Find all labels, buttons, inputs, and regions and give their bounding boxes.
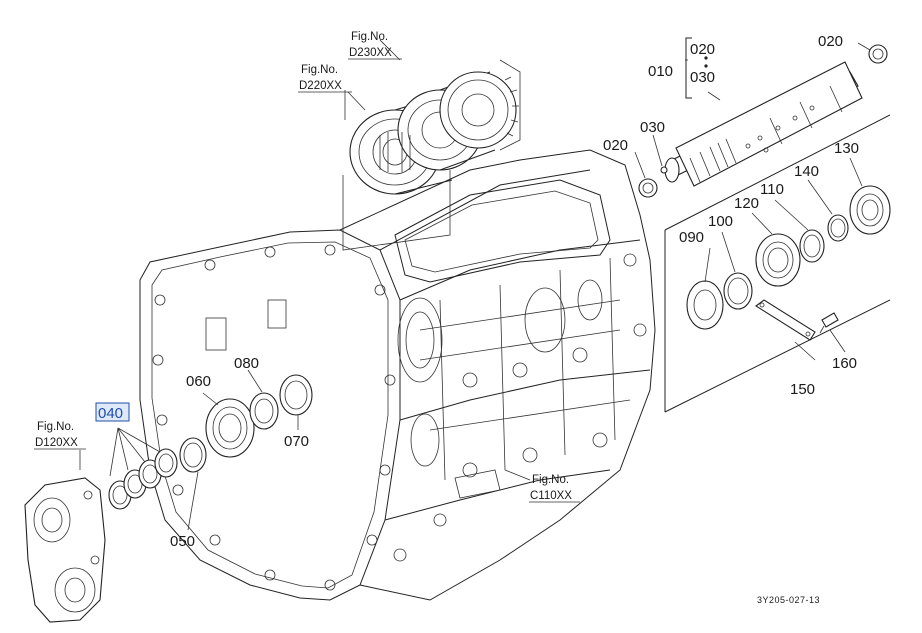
callout-080[interactable]: 080: [234, 355, 259, 372]
figref-d220[interactable]: Fig.No. D220XX: [298, 64, 352, 93]
figref-c110-title: Fig.No.: [532, 474, 569, 486]
transmission-case: [139, 149, 656, 601]
callout-050[interactable]: 050: [170, 533, 195, 550]
figref-d230[interactable]: Fig.No. D230XX: [348, 31, 402, 60]
figref-d220-title: Fig.No.: [301, 64, 338, 76]
figref-d120[interactable]: Fig.No. D120XX: [34, 421, 86, 450]
leader-lines: [79, 39, 871, 531]
main-shaft: [638, 37, 888, 198]
figref-c110-code: C110XX: [530, 490, 572, 502]
callout-110[interactable]: 110: [760, 181, 784, 198]
callout-100[interactable]: 100: [708, 213, 733, 230]
figref-d120-code: D120XX: [35, 437, 78, 449]
callout-040[interactable]: 040: [98, 405, 123, 422]
callout-120[interactable]: 120: [734, 195, 759, 212]
figref-c110[interactable]: Fig.No. C110XX: [529, 474, 580, 503]
callout-030-mid[interactable]: 030: [640, 119, 665, 136]
figref-d230-title: Fig.No.: [351, 31, 388, 43]
figref-d230-code: D230XX: [349, 47, 392, 59]
callout-020-right[interactable]: 020: [818, 33, 843, 50]
callout-020-top[interactable]: 020: [690, 41, 715, 58]
callout-160[interactable]: 160: [832, 355, 857, 372]
callout-070[interactable]: 070: [284, 433, 309, 450]
callout-150[interactable]: 150: [790, 381, 815, 398]
callout-140[interactable]: 140: [794, 163, 819, 180]
gear-pack-assembly: [342, 59, 521, 251]
shaft-components-group: [664, 114, 891, 413]
callout-060[interactable]: 060: [186, 373, 211, 390]
front-bearing-parts: [24, 374, 313, 623]
callout-030-top[interactable]: 030: [690, 69, 715, 86]
figref-d120-title: Fig.No.: [37, 421, 74, 433]
figref-d220-code: D220XX: [299, 80, 342, 92]
part-callouts: 010 020 030 020 020 030 090 100 120 110 …: [95, 33, 859, 550]
callout-010[interactable]: 010: [648, 63, 673, 80]
callout-020-left[interactable]: 020: [603, 137, 628, 154]
highlight-box-040: [95, 402, 130, 422]
callout-130[interactable]: 130: [834, 140, 859, 157]
figure-references: Fig.No. D230XX Fig.No. D220XX Fig.No. D1…: [34, 31, 580, 503]
callout-090[interactable]: 090: [679, 229, 704, 246]
drawing-code: 3Y205-027-13: [757, 595, 820, 605]
